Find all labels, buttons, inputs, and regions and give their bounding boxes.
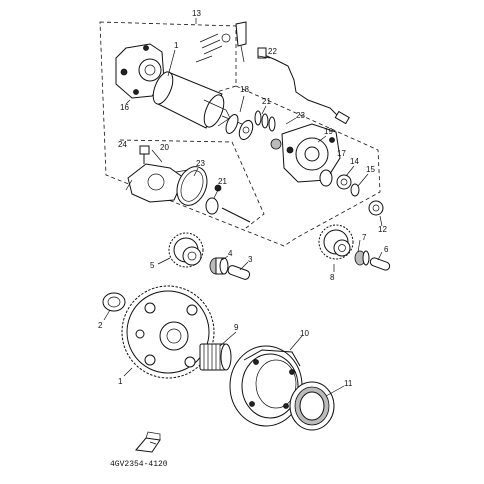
callout-21-lower: 21 [218, 177, 227, 186]
callout-8: 8 [330, 273, 335, 282]
callout-13: 13 [192, 9, 201, 18]
callout-15: 15 [366, 165, 375, 174]
needle-bearing-9-part [199, 343, 232, 371]
callout-20: 20 [160, 143, 169, 152]
callout-2: 2 [98, 321, 103, 330]
callout-16: 16 [120, 103, 129, 112]
starter-wheel-gear-part [121, 285, 215, 379]
starter-cable-part [257, 47, 350, 125]
shaft-3-part [227, 265, 251, 280]
idler-gear-8-part [318, 224, 354, 260]
starter-bracket-part [115, 43, 165, 99]
callout-labels: 13 22 1 16 18 21 23 19 24 20 23 21 17 14… [98, 9, 389, 388]
callout-1-motor: 1 [174, 41, 179, 50]
front-direction-icon [135, 431, 161, 453]
callout-9: 9 [234, 323, 239, 332]
needle-bearing-4-part [209, 257, 229, 275]
starter-clutch-housing-part [229, 345, 303, 427]
bushing-part [368, 200, 384, 216]
clutch-ring-part [176, 166, 251, 223]
washer-2-part [102, 292, 126, 312]
callout-10: 10 [300, 329, 309, 338]
callout-23-lower: 23 [196, 159, 205, 168]
shaft-6-part [369, 257, 391, 271]
starter-front-cover-part [270, 123, 341, 183]
callout-12: 12 [378, 225, 387, 234]
callout-3: 3 [248, 255, 253, 264]
callout-14: 14 [350, 157, 359, 166]
starter-motor-part [152, 71, 243, 129]
idler-gear-small-part [319, 169, 360, 197]
callout-17: 17 [337, 149, 346, 158]
callout-24: 24 [118, 140, 127, 149]
callout-1-wheel: 1 [118, 377, 123, 386]
callout-19: 19 [324, 127, 333, 136]
leader-lines [103, 49, 383, 397]
one-way-clutch-part [289, 381, 335, 431]
callout-4: 4 [228, 249, 233, 258]
idler-gear-5-part [168, 232, 204, 268]
bolt-part [139, 145, 150, 164]
washers-group-part [225, 110, 276, 141]
callout-21-upper: 21 [262, 97, 271, 106]
callout-7: 7 [362, 233, 367, 242]
callout-18: 18 [240, 85, 249, 94]
callout-22: 22 [268, 47, 277, 56]
callout-23-upper: 23 [296, 111, 305, 120]
callout-6: 6 [384, 245, 389, 254]
needle-bearing-7-part [354, 250, 370, 266]
drawing-code: 4GV2354-4120 [110, 460, 168, 469]
callout-5: 5 [150, 261, 155, 270]
callout-11: 11 [344, 379, 353, 388]
brush-springs-part [195, 21, 247, 63]
